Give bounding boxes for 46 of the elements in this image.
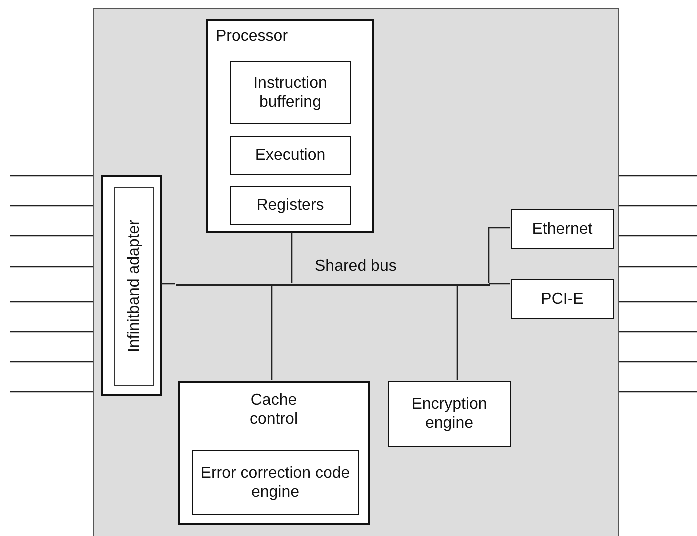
component-label: Processor [215, 27, 288, 46]
pin-line [10, 301, 93, 303]
pin-line [10, 266, 93, 268]
bus-connector [291, 232, 293, 283]
bus-connector [456, 285, 458, 380]
pin-line [10, 205, 93, 207]
component-label: Cache control [248, 391, 300, 429]
adapter-frame [101, 175, 162, 396]
pin-line [10, 235, 93, 237]
component-box [511, 279, 614, 319]
pin-line [10, 361, 93, 363]
chip-outline [93, 8, 619, 536]
component-label: Encryption engine [410, 395, 488, 433]
bus-connector [488, 227, 510, 283]
bus-connector [271, 285, 273, 380]
component-box [230, 61, 351, 124]
component-box [114, 187, 154, 386]
component-label: Infinitband adapter [124, 220, 144, 353]
module-box [178, 381, 370, 525]
component-label: Error correction code engine [200, 464, 352, 502]
pin-line [10, 175, 93, 177]
component-label: PCI-E [540, 290, 585, 308]
pin-line [619, 391, 697, 393]
component-box [230, 186, 351, 225]
pin-line [10, 391, 93, 393]
bus-label: Shared bus [315, 258, 397, 276]
pin-line [619, 301, 697, 303]
component-label: Registers [256, 196, 326, 215]
pin-line [10, 331, 93, 333]
bus-connector [161, 283, 175, 285]
pin-line [619, 235, 697, 237]
module-box [206, 19, 374, 233]
bus-connector [489, 283, 510, 285]
component-label: Ethernet [531, 220, 594, 238]
pin-line [619, 205, 697, 207]
component-box [230, 136, 351, 175]
pin-line [619, 266, 697, 268]
component-box [511, 209, 614, 249]
component-label: Execution [254, 146, 327, 165]
component-box [388, 381, 511, 447]
component-box [192, 450, 359, 515]
shared-bus-line [176, 284, 490, 286]
pin-line [619, 331, 697, 333]
pin-line [619, 361, 697, 363]
component-label: Instruction buffering [252, 74, 328, 112]
pin-line [619, 175, 697, 177]
